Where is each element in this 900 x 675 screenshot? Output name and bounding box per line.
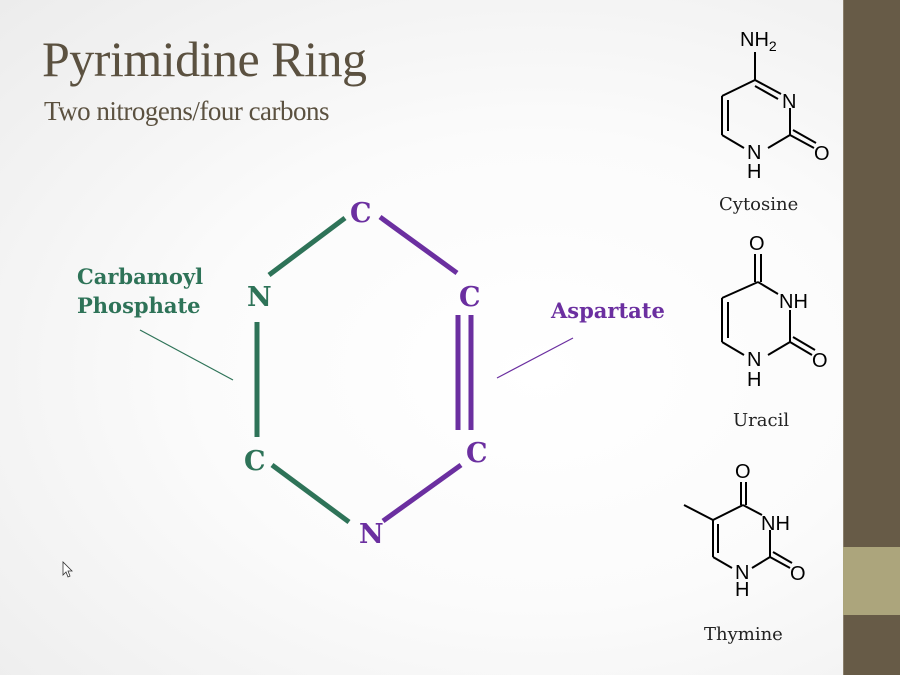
thymine-o: O <box>790 563 806 585</box>
cytosine-structure <box>721 52 817 149</box>
aspartate-pointer <box>496 337 574 379</box>
uracil-o-top: O <box>749 233 765 255</box>
carbamoyl-label-line1: Carbamoyl <box>77 264 203 289</box>
bond-n1-c2top <box>267 216 347 277</box>
carbamoyl-pointer <box>139 329 234 381</box>
thymine-nh: NH <box>761 513 790 535</box>
cytosine-o: O <box>814 143 830 165</box>
slide-title: Pyrimidine Ring <box>42 31 367 87</box>
bond-c-nbottom <box>270 462 351 525</box>
uracil-structure <box>721 254 816 356</box>
slide-subtitle: Two nitrogens/four carbons <box>44 96 330 126</box>
atom-c-right: C <box>459 282 481 313</box>
uracil-nh-h: H <box>747 369 761 391</box>
thymine-name: Thymine <box>704 624 783 645</box>
atom-n-bottom: N <box>359 519 384 550</box>
uracil-nh-n: N <box>747 349 761 371</box>
cytosine-name: Cytosine <box>719 194 799 215</box>
thymine-o-top: O <box>735 461 751 483</box>
atom-c-top: C <box>350 198 372 229</box>
cytosine-nh2: NH2 <box>740 29 777 54</box>
aspartate-label: Aspartate <box>550 298 665 323</box>
thymine-structure <box>683 482 793 569</box>
thymine-nh-h: H <box>735 579 749 601</box>
cytosine-nh-n: N <box>747 142 761 164</box>
atom-c-lower-left: C <box>244 446 266 477</box>
cytosine-nh-h: H <box>747 161 761 183</box>
uracil-o: O <box>812 350 828 372</box>
uracil-name: Uracil <box>733 410 790 431</box>
atom-n-left: N <box>247 282 272 313</box>
uracil-nh: NH <box>779 291 808 313</box>
slide-sidebar-accent <box>843 547 900 615</box>
carbamoyl-label-line2: Phosphate <box>77 293 201 318</box>
atom-c-lower-right: C <box>466 438 488 469</box>
cytosine-n: N <box>782 91 796 113</box>
bond-ctop-cright <box>378 214 459 276</box>
bond-nbottom-c <box>381 462 463 524</box>
mouse-cursor-icon <box>62 561 73 578</box>
thymine-nh-n: N <box>735 562 749 584</box>
